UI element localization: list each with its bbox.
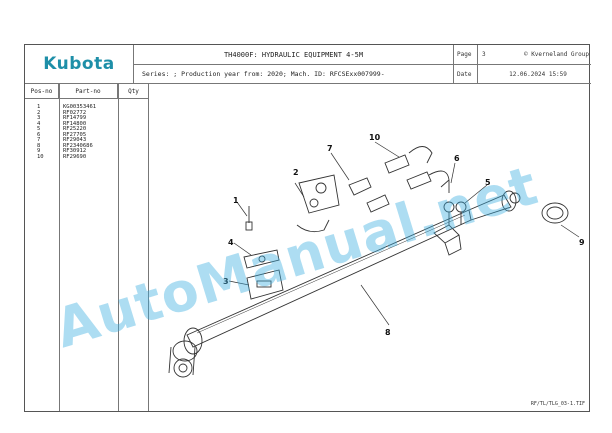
part-cell: KG00353461 [63, 104, 97, 110]
pos-cell: 7 [37, 137, 41, 143]
pos-cell: 2 [37, 109, 41, 116]
col-divider-2 [118, 84, 119, 411]
parts-sheet: Kubota TH4000F: HYDRAULIC EQUIPMENT 4-5M… [24, 44, 591, 412]
sheet-title: TH4000F: HYDRAULIC EQUIPMENT 4-5M [134, 45, 454, 65]
part-cell: RF29690 [63, 153, 87, 160]
part-cell: RF30912 [63, 148, 87, 154]
callout-7: 7 [327, 144, 333, 153]
col-divider-3 [148, 84, 149, 411]
page-box: Page 3 © Kverneland Group [454, 45, 591, 65]
date-box: Date 12.06.2024 15:59 [454, 65, 591, 84]
callout-10: 10 [369, 133, 381, 142]
callout-4: 4 [228, 238, 234, 247]
pos-cell: 10 [37, 153, 44, 160]
col-header-part: Part-no [59, 84, 118, 99]
callout-5: 5 [485, 178, 491, 187]
page-separator [477, 45, 478, 64]
col-header-pos: Pos-no [25, 84, 59, 99]
page-label: Page [457, 51, 472, 58]
part-cell: RF2340686 [63, 142, 93, 149]
drawing-lines [168, 141, 580, 378]
callout-8: 8 [385, 328, 391, 337]
kubota-logo: Kubota [43, 54, 115, 74]
date-separator [477, 65, 478, 83]
pos-cell: 9 [37, 148, 41, 154]
date-label: Date [457, 71, 472, 78]
pos-cell: 1 [37, 104, 41, 110]
pos-cell: 5 [37, 126, 41, 132]
callout-3: 3 [223, 277, 229, 286]
pos-cell: 3 [37, 115, 41, 121]
part-cell: RF27705 [63, 131, 87, 138]
callout-1: 1 [233, 196, 239, 205]
callout-9: 9 [579, 238, 585, 247]
callout-labels: 1 2 3 4 5 6 7 8 9 10 [223, 133, 585, 337]
callout-6: 6 [454, 154, 460, 163]
part-cell: RF25220 [63, 126, 87, 132]
company-copyright: © Kverneland Group [523, 51, 589, 58]
part-cell: RF14799 [63, 115, 87, 121]
col-header-qty: Qty [118, 84, 149, 99]
part-cell: RF29043 [63, 137, 87, 143]
col-divider-1 [59, 84, 60, 411]
part-cell: RF02772 [63, 109, 87, 116]
callout-2: 2 [293, 168, 299, 177]
series-info: Series: ; Production year from: 2020; Ma… [134, 65, 454, 84]
part-cell: RF14800 [63, 120, 87, 127]
page-number: 3 [482, 51, 486, 58]
hydraulic-drawing: 1 2 3 4 5 6 7 8 9 10 [168, 133, 585, 378]
date-value: 12.06.2024 15:59 [509, 71, 567, 78]
pos-cell: 8 [37, 142, 41, 149]
pos-cell: 6 [37, 131, 41, 138]
figure-reference: RF/TL/TLG_03-1.TIF [530, 401, 585, 407]
logo-box: Kubota [25, 45, 134, 84]
pos-cell: 4 [37, 120, 41, 127]
